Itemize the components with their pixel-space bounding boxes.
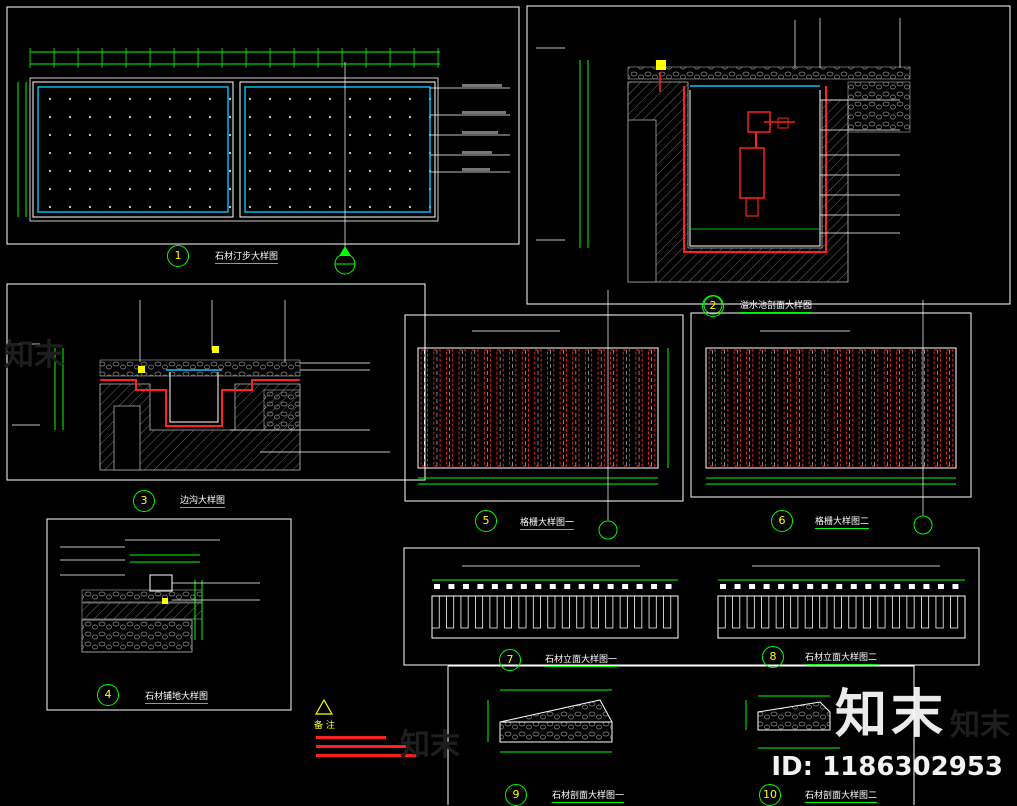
panel-title-4: 石材铺地大样图 (145, 689, 209, 704)
panel-number-5: 5 (475, 510, 497, 532)
panel-7-8-stone-elevations (403, 547, 980, 666)
panel-3-edge-ditch-section (6, 283, 426, 481)
panel-1-stepping-stone-plan (6, 6, 520, 275)
panel-number-9: 9 (505, 784, 527, 806)
panel-number-8: 8 (762, 646, 784, 668)
watermark-faint-left: 知末 (4, 338, 64, 373)
panel-title-1: 石材汀步大样图 (215, 249, 279, 264)
panel-number-1: 1 (167, 245, 189, 267)
panel-6-grille-elevation (690, 300, 972, 535)
panel-title-8: 石材立面大样图二 (805, 650, 878, 665)
panel-number-2: 2 (702, 295, 724, 317)
notes-block (314, 698, 416, 757)
panel-4-paving-section (46, 518, 292, 711)
panel-2-overflow-pool-section (526, 5, 1011, 315)
watermark-faint-bottom: 知末 (400, 728, 460, 763)
panel-number-6: 6 (771, 510, 793, 532)
watermark-faint-right: 知末 (950, 708, 1010, 743)
panel-title-10: 石材剖面大样图二 (805, 788, 878, 803)
notes-heading: 备 注 (314, 721, 335, 731)
panel-title-5: 格栅大样图一 (520, 515, 575, 530)
panel-title-3: 边沟大样图 (180, 493, 226, 508)
panel-number-7: 7 (499, 649, 521, 671)
panel-5-grille-elevation (404, 290, 684, 540)
panel-title-7: 石材立面大样图一 (545, 652, 618, 667)
panel-title-2: 溢水池剖面大样图 (740, 298, 813, 313)
panel-number-3: 3 (133, 490, 155, 512)
panel-number-10: 10 (759, 784, 781, 806)
panel-title-6: 格栅大样图二 (815, 514, 870, 529)
panel-number-4: 4 (97, 684, 119, 706)
panel-title-9: 石材剖面大样图一 (552, 788, 625, 803)
